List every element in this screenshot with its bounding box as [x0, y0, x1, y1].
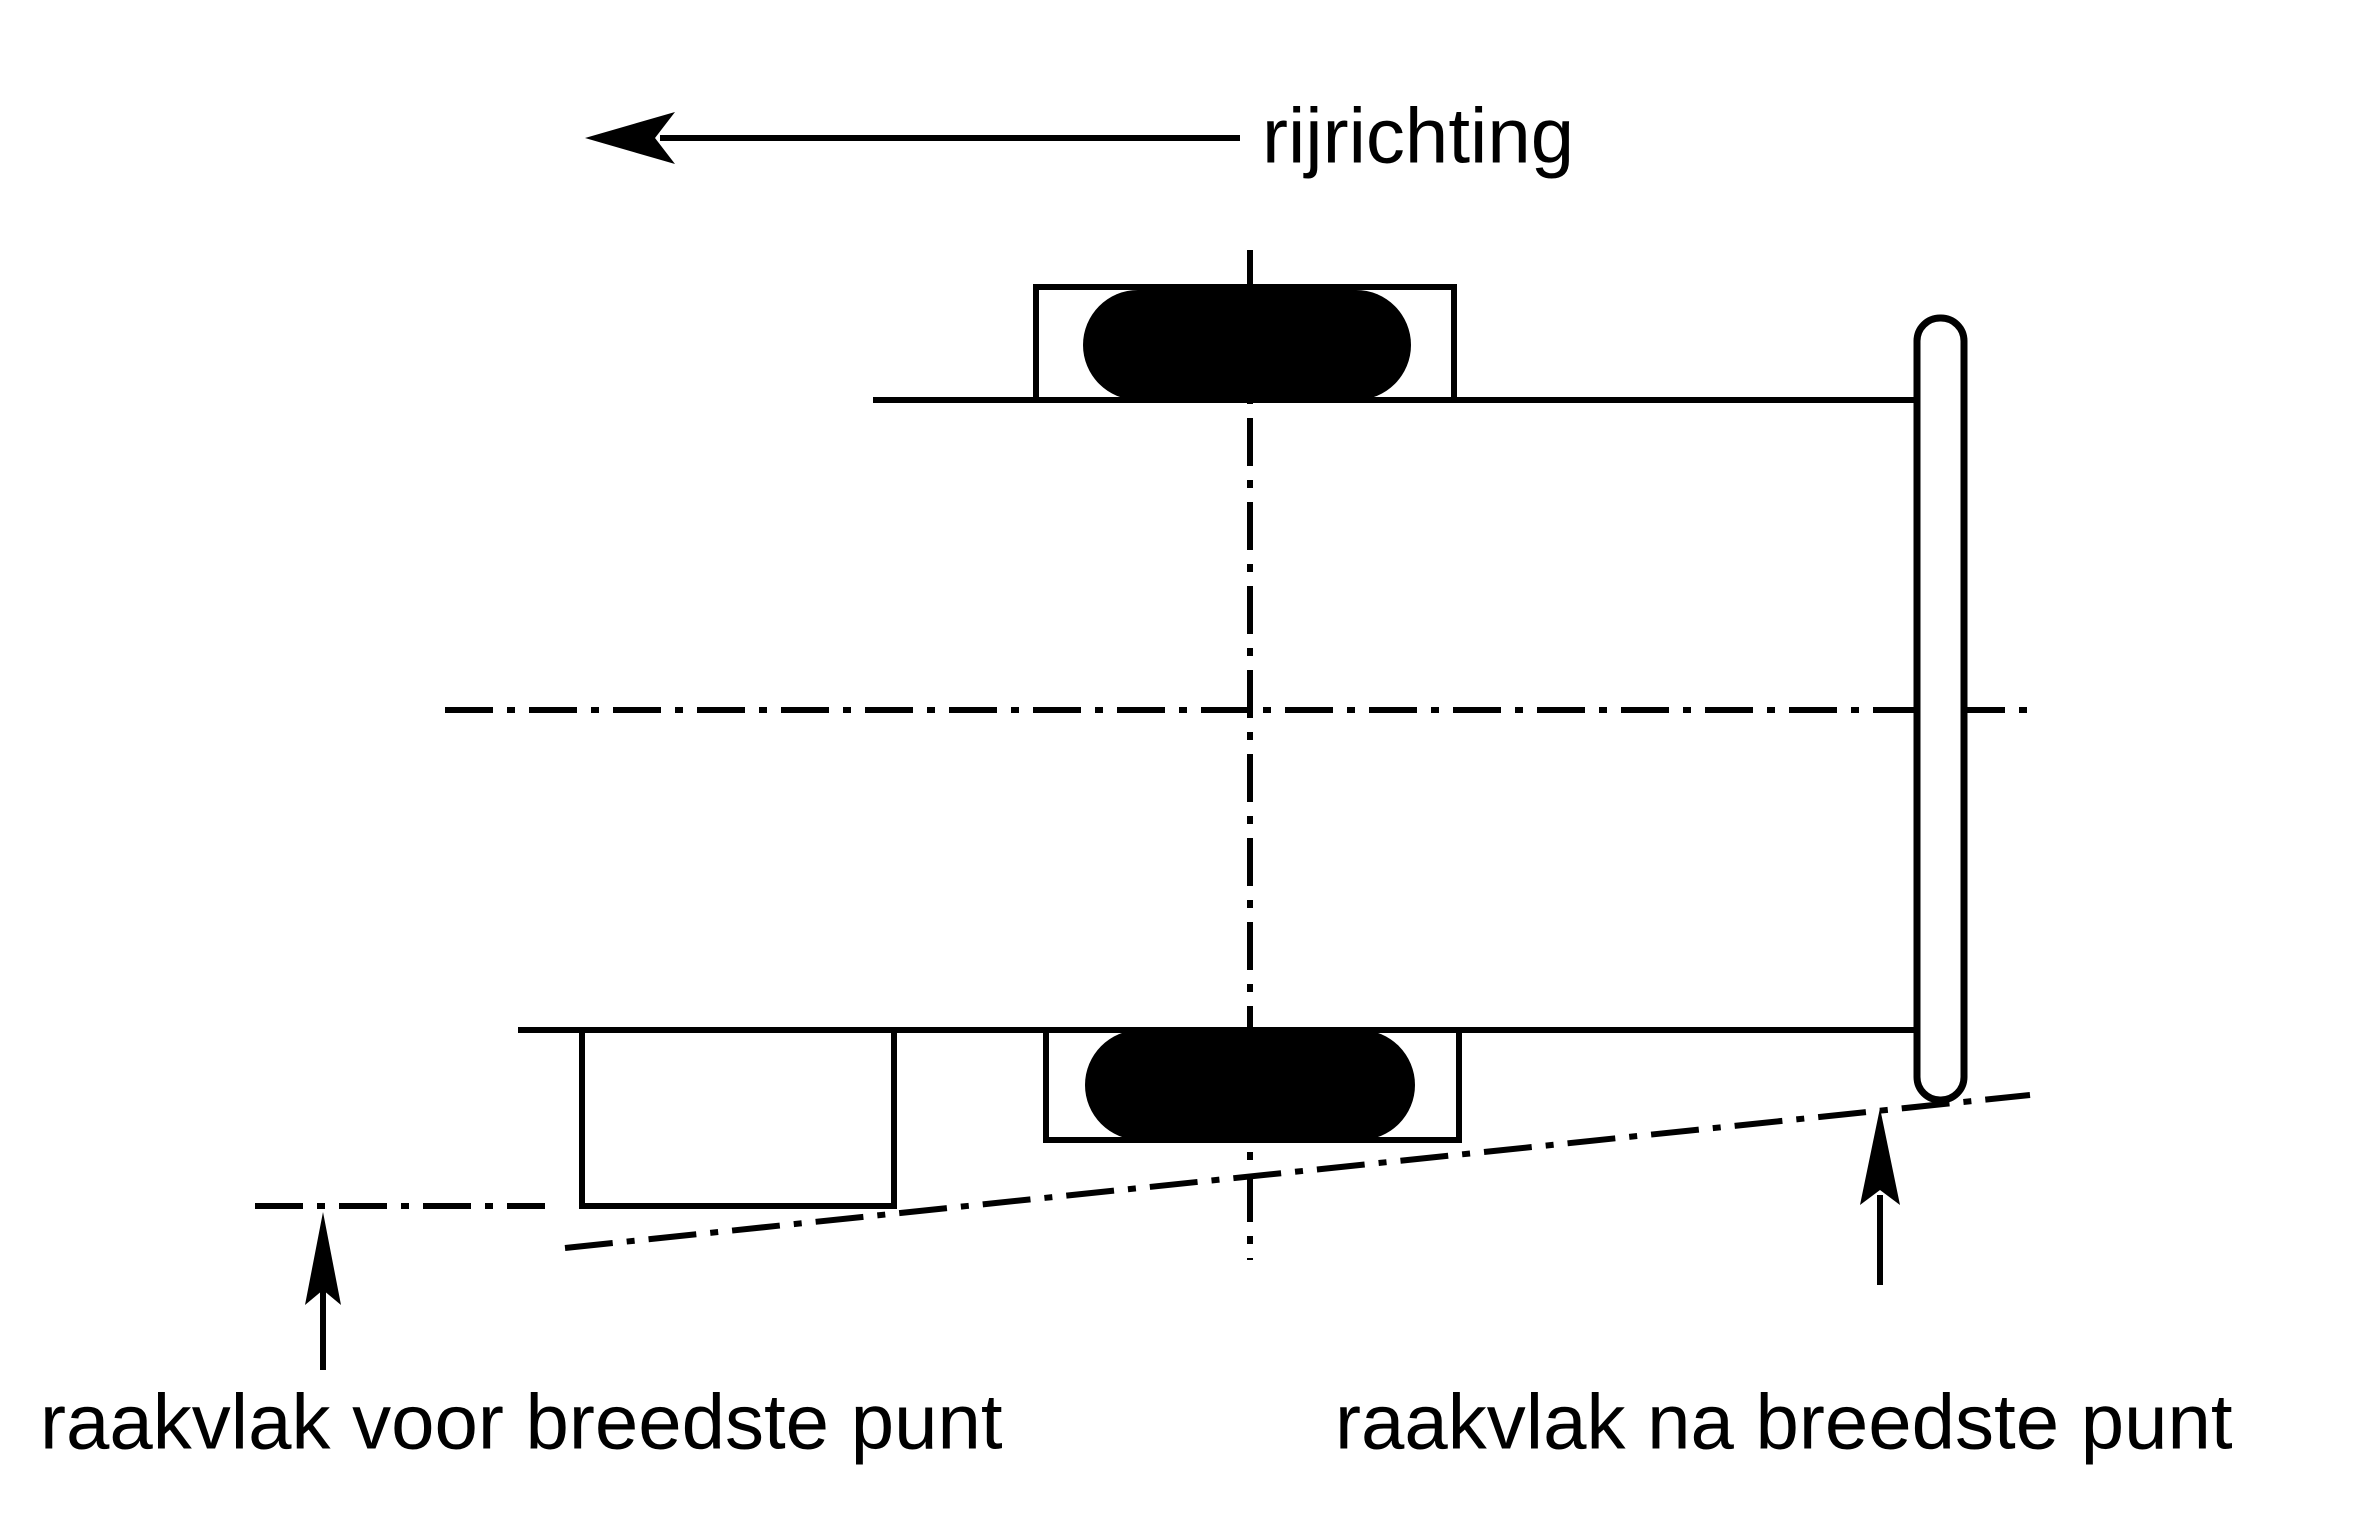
arrow-tangent-after: [1860, 1108, 1900, 1285]
upper-bearing-ball: [1083, 290, 1411, 400]
lower-spacer-housing: [579, 1027, 897, 1209]
wheel-disc: [1913, 314, 1968, 1104]
arrow-after-head: [1860, 1108, 1900, 1205]
tangent-line-after: [564, 1092, 2031, 1251]
direction-arrow: [585, 112, 1240, 164]
direction-arrowhead: [585, 112, 675, 164]
tangent-after-label: raakvlak na breedste punt: [1335, 1378, 2233, 1466]
tangent-before-label: raakvlak voor breedste punt: [40, 1378, 1003, 1466]
direction-label: rijrichting: [1262, 92, 1574, 180]
lower-bearing-ball: [1085, 1030, 1415, 1140]
arrow-before-head: [305, 1212, 341, 1305]
arrow-tangent-before: [305, 1212, 341, 1370]
